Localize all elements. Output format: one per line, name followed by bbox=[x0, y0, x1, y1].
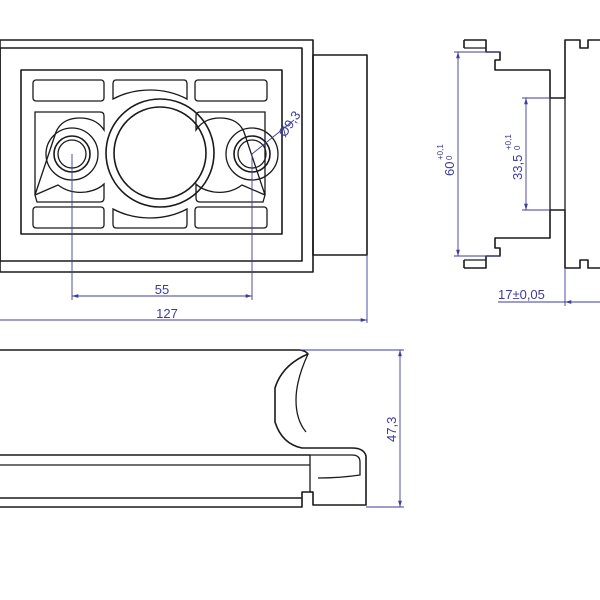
slot-top-right bbox=[194, 79, 268, 102]
dim-hole-diameter: Ø9,3 bbox=[275, 108, 303, 140]
dim-overall-height-tol-lower: 0 bbox=[445, 155, 454, 160]
section-top-profile bbox=[464, 39, 600, 99]
section-bottom-profile bbox=[464, 209, 600, 269]
slot-bottom-center bbox=[112, 207, 188, 229]
recess-left-upper bbox=[34, 111, 105, 196]
dim-leader-diameter bbox=[251, 119, 295, 155]
section-view bbox=[463, 39, 600, 269]
pattern-frame bbox=[20, 69, 283, 235]
dim-inner-height-tol-upper: +0,1 bbox=[504, 134, 513, 150]
top-view bbox=[0, 39, 368, 273]
center-hole-inner bbox=[113, 106, 207, 200]
section-dimensions: 60 +0,1 0 33,5 +0,1 0 17±0,05 bbox=[436, 51, 600, 306]
plate-inner-outline bbox=[0, 47, 303, 262]
dim-overall-height-tol-upper: +0,1 bbox=[436, 144, 445, 160]
dim-hole-spacing: 55 bbox=[155, 282, 169, 297]
dim-inner-height: 33,5 bbox=[510, 155, 525, 180]
front-profile bbox=[0, 349, 367, 508]
slot-top-left bbox=[32, 79, 105, 102]
recess-left-lower bbox=[34, 182, 105, 203]
slot-top-center bbox=[112, 79, 188, 101]
front-clip-arc bbox=[295, 353, 309, 433]
dim-overall-length: 127 bbox=[156, 306, 178, 321]
top-view-dimensions: 55 127 Ø9,3 bbox=[0, 108, 368, 323]
front-dimensions: 47,3 bbox=[300, 349, 404, 508]
dim-side-height: 47,3 bbox=[384, 417, 399, 442]
center-hole-outer bbox=[105, 98, 215, 208]
side-tab bbox=[312, 54, 368, 256]
dim-thickness: 17±0,05 bbox=[498, 287, 545, 302]
dim-overall-height: 60 bbox=[442, 162, 457, 176]
slot-bottom-left bbox=[32, 206, 105, 229]
dim-inner-height-tol-lower: 0 bbox=[513, 145, 522, 150]
slot-bottom-right bbox=[194, 206, 268, 229]
front-view bbox=[0, 349, 367, 508]
recess-right-lower bbox=[195, 182, 266, 203]
front-clip bbox=[309, 454, 361, 493]
